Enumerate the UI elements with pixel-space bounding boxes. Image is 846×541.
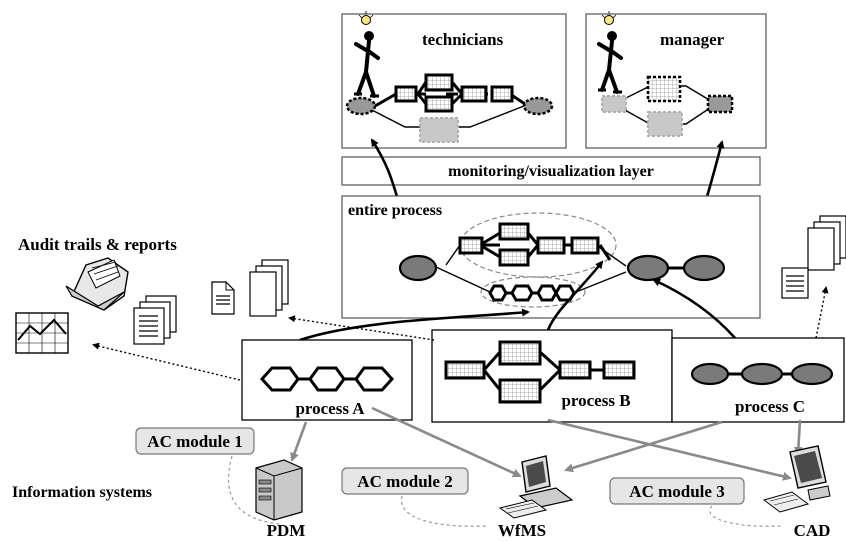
line-chart-icon — [15, 312, 69, 354]
monitoring-layer-label: monitoring/visualization layer — [448, 163, 654, 180]
cad-label: CAD — [794, 521, 831, 540]
ac-module-3: AC module 3 — [609, 477, 745, 505]
document-icon — [211, 259, 289, 317]
document-icon — [781, 215, 846, 299]
process-c-label: process C — [735, 397, 805, 416]
process-a: process A — [241, 339, 413, 421]
person-with-lightbulb-icon — [354, 11, 380, 98]
information-systems-label: Information systems — [12, 484, 152, 501]
server-icon — [255, 459, 303, 521]
process-c: process C — [671, 337, 845, 423]
manager-view: manager — [585, 11, 767, 149]
desktop-computer-icon — [498, 455, 574, 519]
ac-module-1: AC module 1 — [135, 427, 255, 455]
hexagon-chain — [488, 284, 576, 302]
pdm-label: PDM — [267, 521, 306, 540]
ac-module-1-label: AC module 1 — [147, 432, 242, 451]
technicians-label: technicians — [422, 30, 504, 49]
process-b: process B — [431, 329, 673, 423]
process-b-label: process B — [561, 391, 630, 410]
monitoring-layer: monitoring/visualization layer — [341, 156, 761, 186]
technicians-view: technicians — [341, 11, 567, 149]
folder-icon — [65, 257, 129, 311]
desktop-computer-icon — [762, 445, 831, 513]
process-a-label: process A — [295, 399, 365, 418]
ac-module-2-label: AC module 2 — [357, 472, 452, 491]
document-icon — [133, 295, 177, 345]
audit-trails-label: Audit trails & reports — [18, 235, 177, 254]
person-with-lightbulb-icon — [597, 11, 623, 94]
ac-module-2: AC module 2 — [341, 467, 469, 495]
ac-module-3-label: AC module 3 — [629, 482, 724, 501]
entire-process-view: entire process — [341, 195, 761, 319]
manager-label: manager — [660, 30, 725, 49]
entire-process-label: entire process — [348, 202, 442, 219]
wfms-label: WfMS — [498, 521, 546, 540]
